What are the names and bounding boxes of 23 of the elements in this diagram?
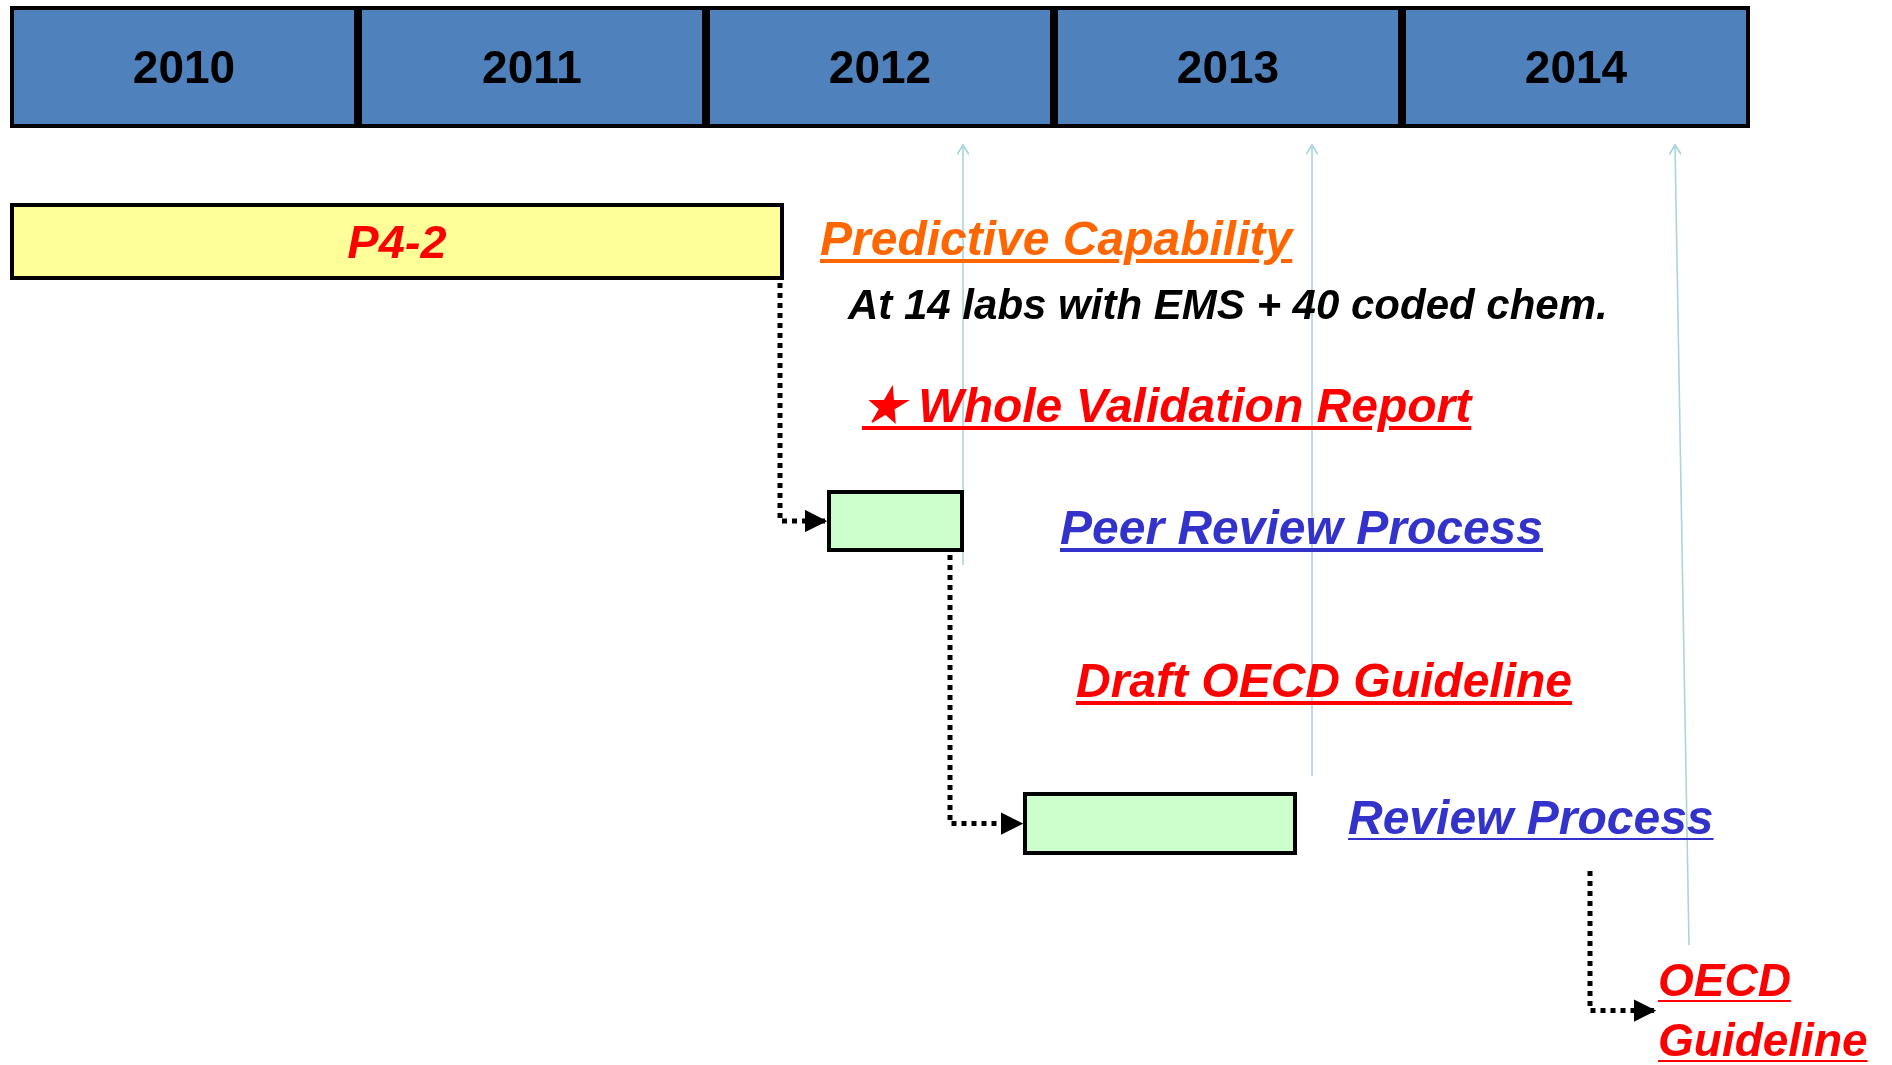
milestone-text: Draft OECD Guideline: [1076, 653, 1573, 708]
year-header-cell: [1402, 6, 1750, 128]
year-label: 2013: [1176, 40, 1280, 94]
milestone-text: Predictive Capability: [820, 211, 1293, 266]
note-text: At 14 labs with EMS + 40 coded chem.: [848, 281, 1608, 329]
milestone-text: Review Process: [1348, 789, 1714, 845]
arrow: [1305, 144, 1319, 777]
year-label: 2011: [482, 40, 582, 94]
dotted-arrow: [1587, 871, 1657, 1022]
milestone-text: Peer Review Process: [1060, 500, 1543, 555]
year-header-cell: [10, 6, 358, 128]
timeline-bar: [1023, 792, 1297, 855]
arrow: [1668, 144, 1690, 946]
bar-label: P4-2: [347, 214, 447, 269]
year-label: 2014: [1524, 40, 1628, 94]
timeline-bar: [10, 203, 784, 280]
timeline-bar: [827, 490, 964, 552]
year-label: 2010: [132, 40, 236, 94]
dotted-arrow: [777, 283, 828, 533]
milestone-text: OECD Guideline: [1658, 952, 1869, 1065]
year-label: 2012: [828, 40, 932, 94]
dotted-arrow: [947, 555, 1024, 835]
milestone-text: ★ Whole Validation Report: [862, 378, 1472, 433]
